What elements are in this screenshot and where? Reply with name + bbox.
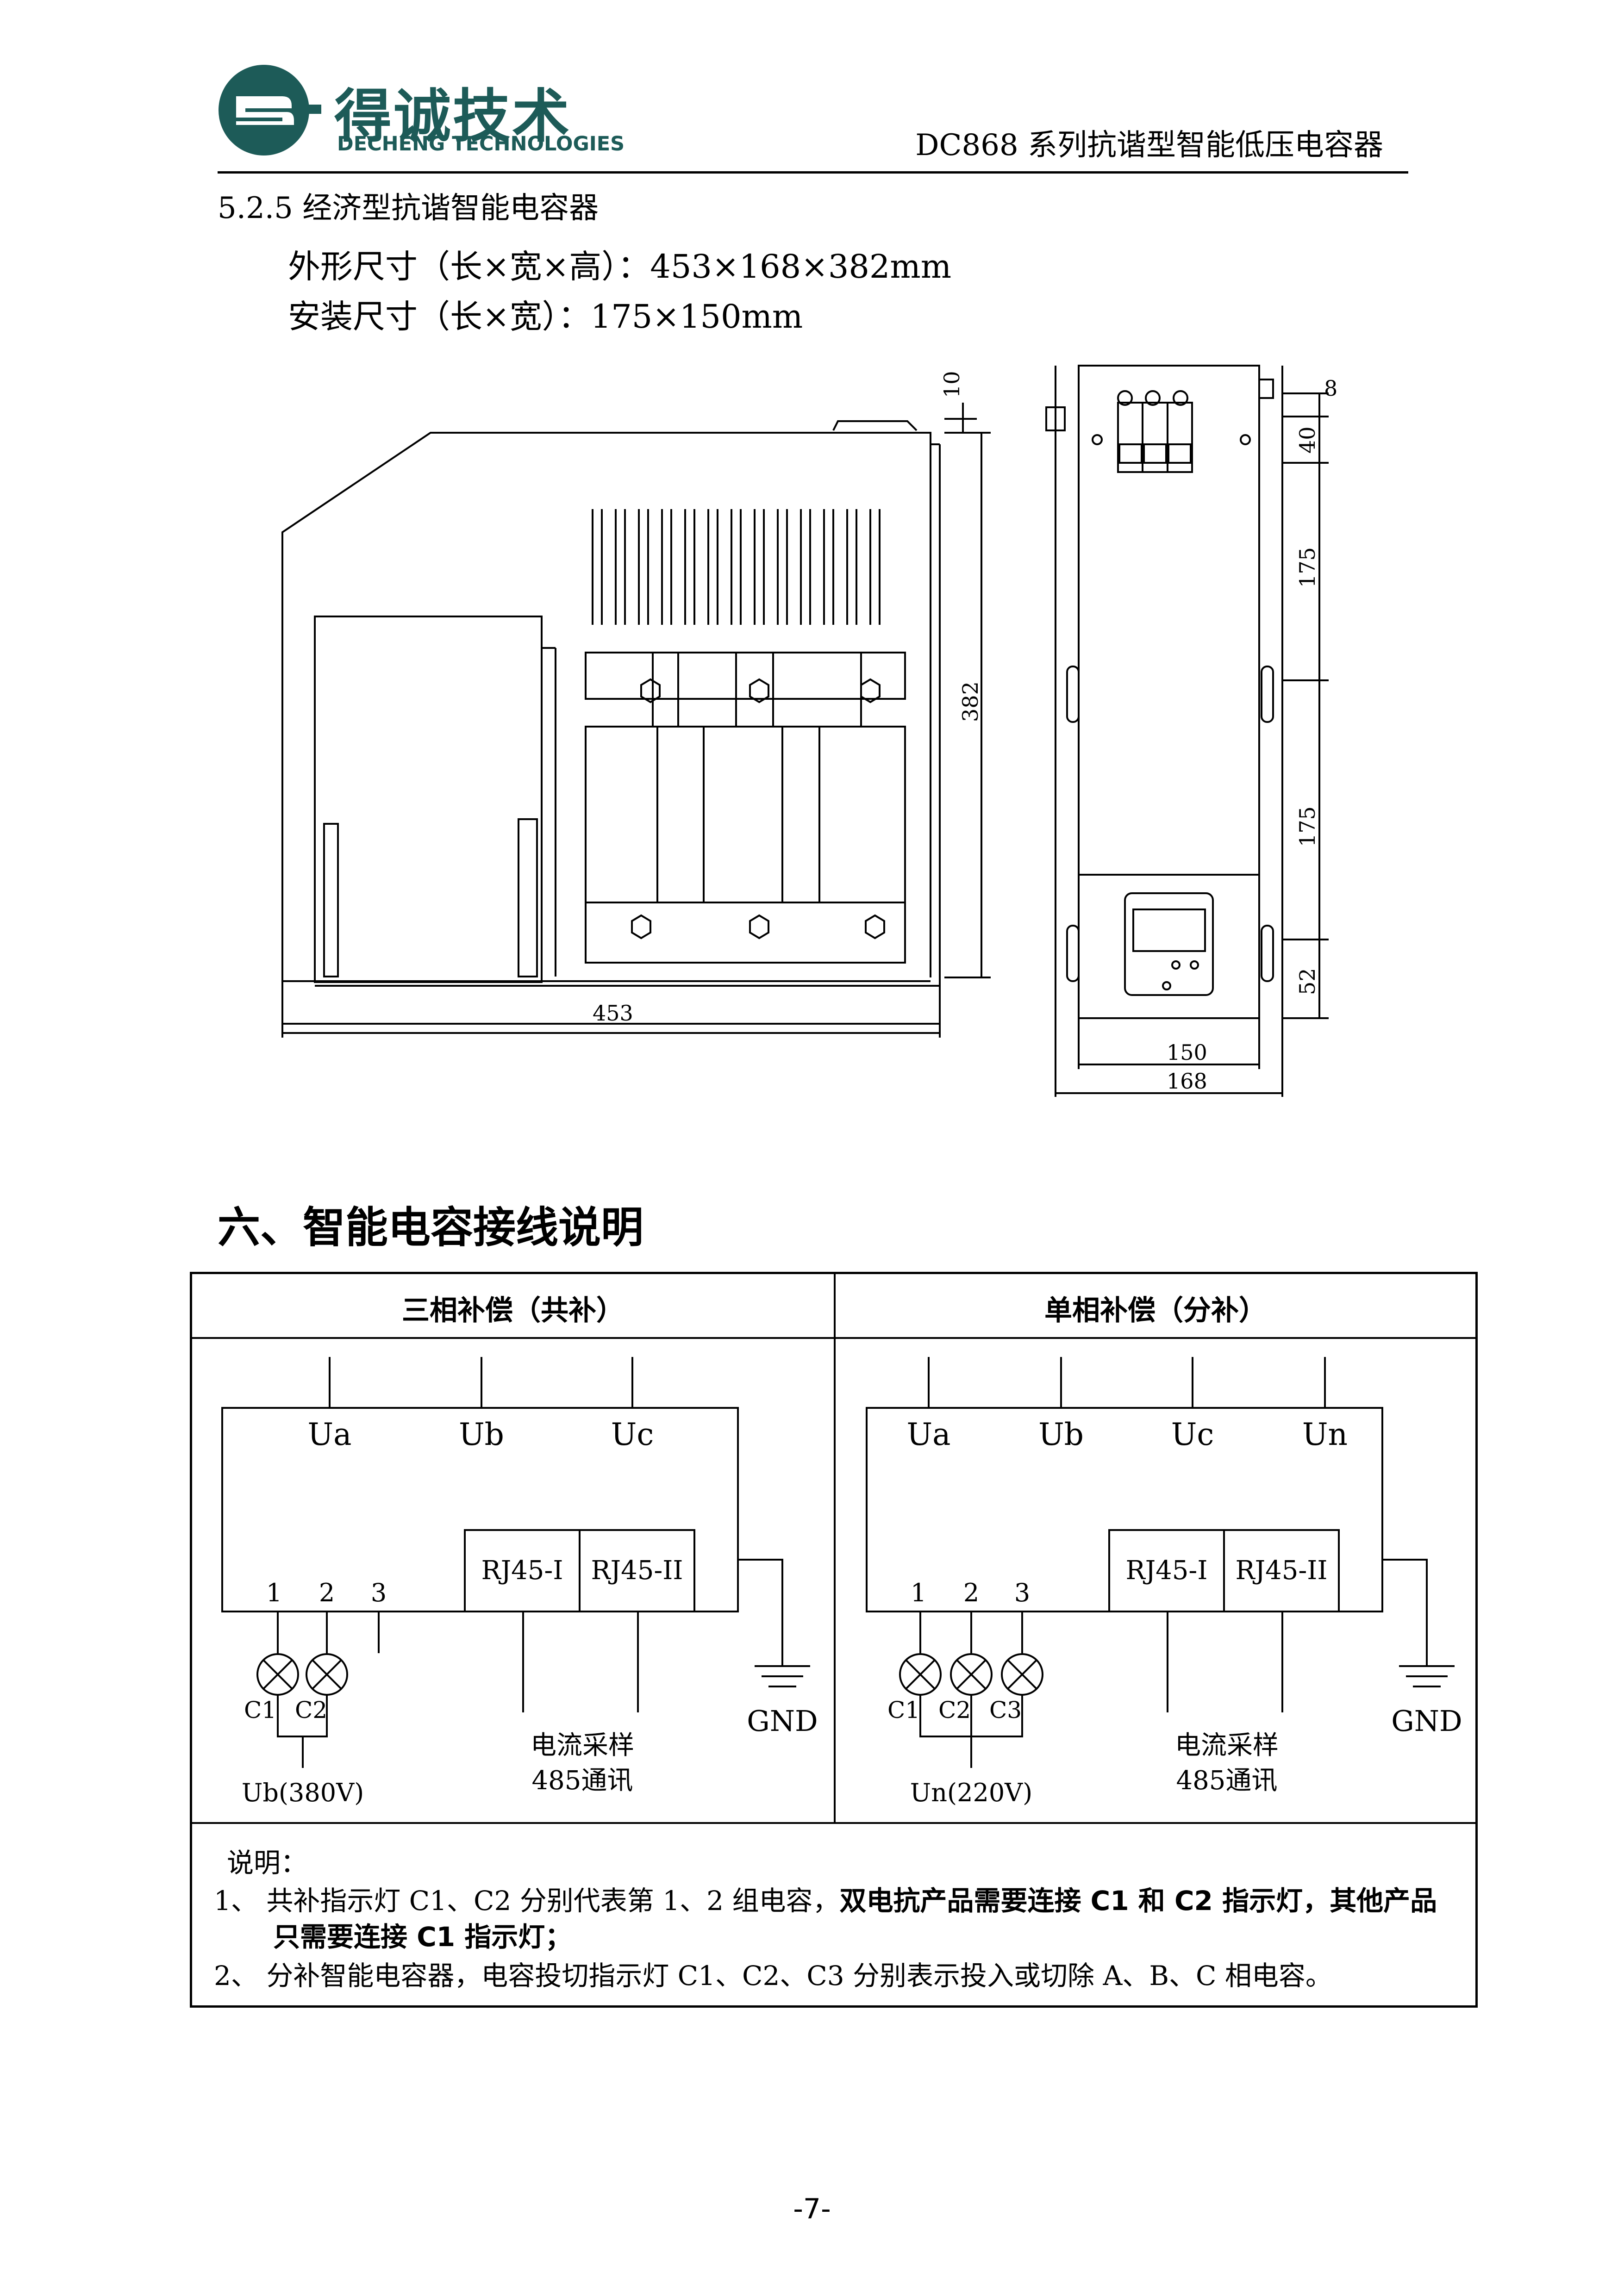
note-1-number: 1、: [214, 1885, 258, 1916]
dim-side-top: 10: [939, 371, 964, 398]
front-view: [1045, 365, 1329, 1097]
note-1-bold-cont: 只需要连接 C1 指示灯；: [273, 1921, 572, 1953]
pin-3: 3: [371, 1578, 387, 1607]
outline-dimensions: 外形尺寸（长×宽×高）：453×168×382mm: [288, 248, 952, 286]
terminal-ua: Ua: [308, 1417, 352, 1452]
pin-1: 1: [266, 1578, 282, 1607]
side-view: [281, 403, 991, 1038]
note-1-continued: 只需要连接 C1 指示灯；: [273, 1915, 572, 1954]
note-2-text: 分补智能电容器，电容投切指示灯 C1、C2、C3 分别表示投入或切除 A、B、C…: [266, 1960, 1332, 1991]
wiring-diagrams: Ua Ub Uc 1 2 3 RJ45-I RJ45-II C1 C2 Ub(3…: [221, 1357, 1462, 1807]
rj45-port-1: RJ45-I: [1126, 1556, 1208, 1586]
dim-side-width: 453: [593, 1001, 633, 1026]
table-notes-divider: [192, 1822, 1475, 1824]
terminal-un: Un: [1302, 1417, 1348, 1452]
pin-3: 3: [1014, 1578, 1030, 1607]
reactor: [585, 652, 906, 964]
rj45-port-2: RJ45-II: [1235, 1556, 1327, 1586]
section-heading-6: 六、智能电容接线说明: [218, 1203, 644, 1252]
dim-right-175-a: 175: [1295, 547, 1320, 588]
pin-1: 1: [911, 1578, 926, 1607]
dim-right-8: 8: [1324, 376, 1337, 401]
circuit-breaker: [1117, 402, 1193, 473]
section-heading-525: 5.2.5 经济型抗谐智能电容器: [218, 191, 599, 225]
handle-left: [1045, 406, 1066, 431]
signal-current-sampling: 电流采样: [1175, 1730, 1279, 1761]
wiring-table: 三相补偿（共补） 单相补偿（分补）: [190, 1272, 1478, 2008]
dim-front-outer: 168: [1167, 1069, 1207, 1094]
terminal-uc: Uc: [611, 1417, 654, 1452]
controller-panel: [1124, 892, 1214, 996]
note-2-number: 2、: [214, 1960, 258, 1991]
company-logo: [218, 64, 324, 156]
note-1-bold: 双电抗产品需要连接 C1 和 C2 指示灯，其他产品: [839, 1885, 1437, 1916]
note-1: 1、 共补指示灯 C1、C2 分别代表第 1、2 组电容，双电抗产品需要连接 C…: [214, 1879, 1437, 1918]
diagram-single-phase: Ua Ub Uc Un 1 2 3 RJ45-I RJ45-II C1 C2 C…: [866, 1357, 1462, 1807]
gnd-label: GND: [747, 1704, 818, 1738]
pin-2: 2: [963, 1578, 979, 1607]
capacitor-block: [314, 616, 543, 983]
vent-slots: [592, 509, 881, 625]
logo-mark-icon: [219, 65, 321, 156]
rj45-port-1: RJ45-I: [481, 1556, 563, 1586]
page-number: -7-: [793, 2193, 831, 2225]
lamp-label-c2: C2: [938, 1697, 971, 1724]
dim-right-175-b: 175: [1295, 806, 1320, 847]
company-name-cn: 得诚技术: [334, 83, 572, 150]
lamp-label-c1: C1: [887, 1697, 920, 1724]
lamp-label-c3: C3: [989, 1697, 1022, 1724]
diagram-three-phase: Ua Ub Uc 1 2 3 RJ45-I RJ45-II C1 C2 Ub(3…: [221, 1357, 818, 1807]
supply-label: Ub(380V): [242, 1778, 364, 1807]
terminal-ua: Ua: [907, 1417, 951, 1452]
gnd-label: GND: [1391, 1704, 1462, 1738]
note-1-plain: 共补指示灯 C1、C2 分别代表第 1、2 组电容，: [266, 1885, 840, 1916]
col-title-three-phase: 三相补偿（共补）: [402, 1294, 624, 1327]
lamp-label-c1: C1: [244, 1697, 276, 1724]
terminal-ub: Ub: [1038, 1417, 1084, 1452]
dim-right-40: 40: [1295, 426, 1320, 454]
signal-485: 485通讯: [532, 1766, 633, 1796]
signal-485: 485通讯: [1176, 1766, 1278, 1796]
notes-title: 说明：: [227, 1847, 308, 1879]
dim-right-52: 52: [1295, 968, 1320, 995]
rj45-port-2: RJ45-II: [591, 1556, 683, 1586]
signal-current-sampling: 电流采样: [531, 1730, 634, 1761]
dim-front-inner: 150: [1167, 1040, 1207, 1065]
install-dimensions: 安装尺寸（长×宽）：175×150mm: [288, 298, 803, 336]
dim-side-height: 382: [958, 681, 983, 722]
col-title-single-phase: 单相补偿（分补）: [1044, 1294, 1267, 1327]
terminal-ub: Ub: [459, 1417, 504, 1452]
supply-label: Un(220V): [910, 1778, 1033, 1807]
technical-drawing: 453 382 10: [281, 365, 1337, 1097]
table-mid-divider: [834, 1274, 836, 1824]
note-2: 2、 分补智能电容器，电容投切指示灯 C1、C2、C3 分别表示投入或切除 A、…: [214, 1954, 1332, 1993]
document-title: DC868 系列抗谐型智能低压电容器: [915, 128, 1383, 162]
pin-2: 2: [319, 1578, 335, 1607]
company-name-en: DECHENG TECHNOLOGIES: [337, 132, 625, 156]
lamp-label-c2: C2: [295, 1697, 327, 1724]
terminal-uc: Uc: [1171, 1417, 1214, 1452]
header-rule: [218, 171, 1408, 174]
